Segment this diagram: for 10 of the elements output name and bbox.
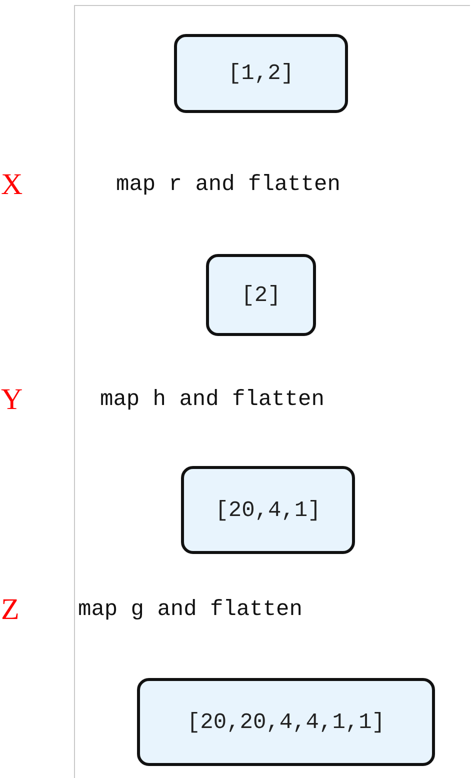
value-box: [2]	[206, 254, 316, 336]
variable-label: Y	[1, 385, 23, 415]
variable-label: X	[1, 170, 23, 200]
variable-label: Z	[1, 595, 20, 625]
value-box: [1,2]	[174, 34, 348, 113]
value-box: [20,20,4,4,1,1]	[137, 678, 435, 766]
step-label: map g and flatten	[78, 599, 302, 621]
step-label: map r and flatten	[116, 174, 340, 196]
value-box: [20,4,1]	[181, 466, 355, 554]
step-label: map h and flatten	[100, 389, 324, 411]
